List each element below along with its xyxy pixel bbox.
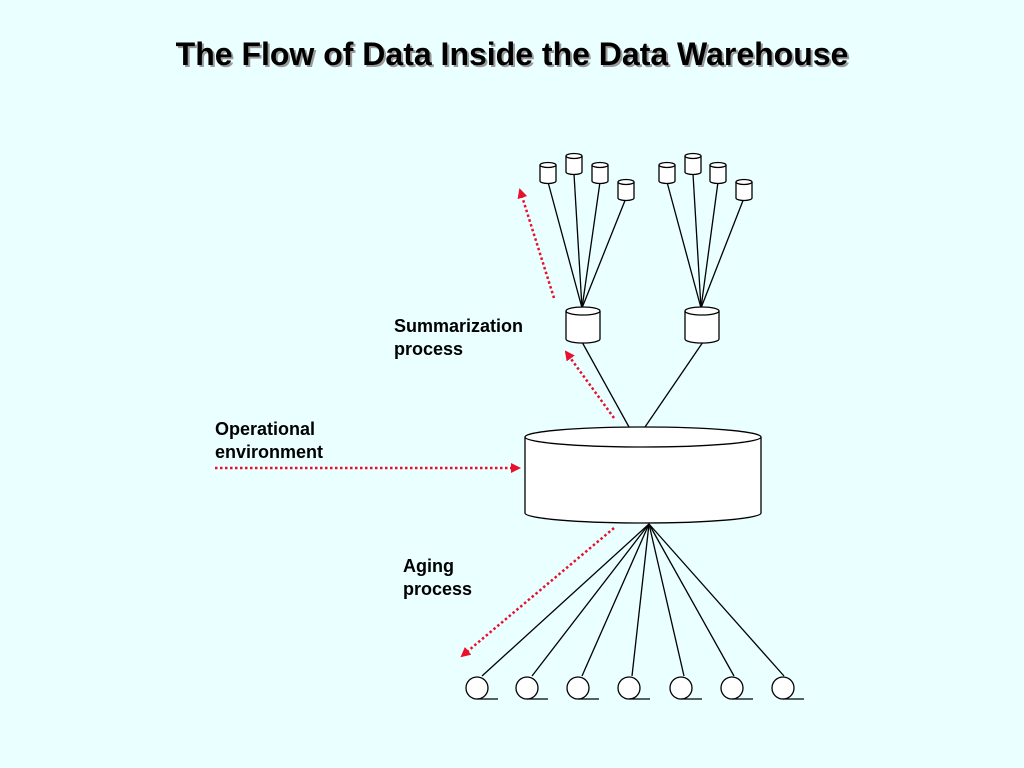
summarization-flow-arrow-upper (517, 188, 556, 299)
aging-label-line-1: Aging (403, 556, 454, 576)
summary-cylinders (565, 306, 720, 344)
small-cylinder-icon (735, 178, 753, 202)
operational-environment-label: Operational environment (215, 418, 323, 464)
aging-label-line-2: process (403, 579, 473, 599)
data-warehouse-cylinder-icon (524, 426, 762, 524)
summarization-label-line-1: Summarization (394, 316, 524, 336)
highly-summarized-cylinders-right (658, 152, 753, 202)
summarization-label-line-2: process (394, 339, 464, 359)
upper-connector-lines (547, 173, 745, 428)
archive-reels (465, 676, 804, 700)
operational-label-line-2: environment (215, 442, 324, 462)
summary-cylinder-icon-left (565, 306, 601, 344)
small-cylinder-icon (709, 161, 727, 185)
small-cylinder-icon (539, 161, 557, 185)
small-cylinder-icon (617, 178, 635, 202)
tape-reel-icon (720, 676, 753, 700)
flow-arrows (215, 188, 616, 658)
aging-flow-arrow (460, 527, 615, 658)
small-cylinder-icon (565, 152, 583, 176)
tape-reel-icon (771, 676, 804, 700)
tape-reel-icon (515, 676, 548, 700)
tape-reel-icon (669, 676, 702, 700)
tape-reel-icon (465, 676, 498, 700)
aging-process-label: Aging process (403, 555, 472, 601)
highly-summarized-cylinders-left (539, 152, 635, 202)
tape-reel-icon (617, 676, 650, 700)
small-cylinder-icon (684, 152, 702, 176)
operational-label-line-1: Operational (215, 419, 316, 439)
small-cylinder-icon (591, 161, 609, 185)
summarization-process-label: Summarization process (394, 315, 523, 361)
tape-reel-icon (566, 676, 599, 700)
summary-cylinder-icon-right (684, 306, 720, 344)
small-cylinder-icon (658, 161, 676, 185)
lower-connector-lines (481, 523, 785, 677)
page-title: The Flow of Data Inside the Data Warehou… (175, 36, 849, 72)
summarization-flow-arrow-lower (564, 350, 616, 419)
